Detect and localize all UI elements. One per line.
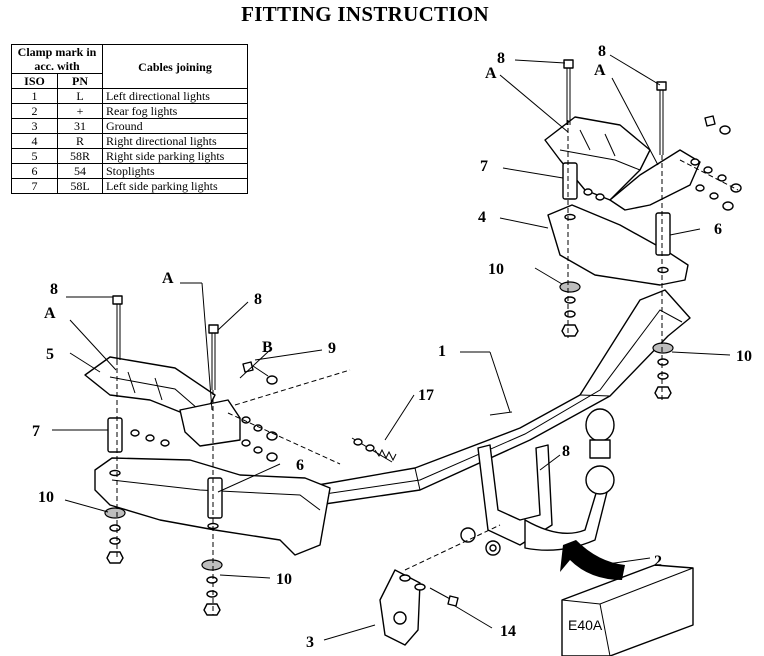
desc-cell: Stoplights <box>102 163 248 179</box>
label-3: 3 <box>306 634 314 651</box>
box-code-text: E40A <box>568 617 603 633</box>
desc-cell: Right directional lights <box>102 133 248 149</box>
label-10-d: 10 <box>736 348 752 365</box>
label-14: 14 <box>500 623 516 640</box>
label-8-e: 8 <box>562 443 570 460</box>
ball-mount-part <box>460 408 615 556</box>
long-bolts <box>112 59 667 390</box>
spacer-tubes <box>107 162 671 519</box>
label-7-left: 7 <box>32 423 40 440</box>
label-A-center: A <box>162 270 174 287</box>
header-pn: PN <box>57 73 103 89</box>
pn-cell: 58L <box>57 178 103 194</box>
desc-cell: Ground <box>102 118 248 134</box>
right-bracket-part <box>544 116 701 286</box>
label-6-left: 6 <box>296 457 304 474</box>
assembly-guide-lines <box>116 120 739 615</box>
label-2: 2 <box>654 553 662 570</box>
label-4: 4 <box>478 209 486 226</box>
label-8-c: 8 <box>497 50 505 67</box>
iso-cell: 5 <box>10 148 59 164</box>
label-A-left: A <box>44 305 56 322</box>
cable-legend-table: Clamp mark in acc. with Cables joining I… <box>10 44 248 194</box>
socket-plate-part <box>379 569 459 646</box>
desc-cell: Left side parking lights <box>102 178 248 194</box>
crossbar-part <box>317 289 691 506</box>
label-8-b: 8 <box>254 291 262 308</box>
desc-cell: Right side parking lights <box>102 148 248 164</box>
label-A-right-1: A <box>485 65 497 82</box>
leader-lines <box>52 54 731 641</box>
pn-cell: 31 <box>57 118 103 134</box>
label-10-b: 10 <box>276 571 292 588</box>
rotation-arrow-icon <box>560 540 625 580</box>
spring-bolt-part <box>351 437 397 463</box>
label-A-right-2: A <box>594 62 606 79</box>
label-10-a: 10 <box>38 489 54 506</box>
label-6-right: 6 <box>714 221 722 238</box>
part-number-labels: 1 2 3 4 5 6 6 7 7 8 8 8 8 8 9 10 10 10 1… <box>32 43 752 651</box>
side-bolt-sets <box>130 115 742 462</box>
label-B: B <box>262 339 273 356</box>
iso-cell: 7 <box>10 178 59 194</box>
washer-nut-stacks <box>104 281 674 616</box>
label-8-a: 8 <box>50 281 58 298</box>
header-clamp-mark: Clamp mark in acc. with <box>11 44 103 74</box>
label-5: 5 <box>46 346 54 363</box>
left-bracket-part <box>84 356 331 556</box>
page-title: FITTING INSTRUCTION <box>241 2 489 26</box>
pn-cell: 54 <box>57 163 103 179</box>
label-17: 17 <box>418 387 434 404</box>
label-10-c: 10 <box>488 261 504 278</box>
label-8-d: 8 <box>598 43 606 60</box>
label-1: 1 <box>438 343 446 360</box>
header-cables-joining: Cables joining <box>102 44 248 89</box>
label-7-right: 7 <box>480 158 488 175</box>
packaging-box: E40A <box>561 564 694 656</box>
label-9: 9 <box>328 340 336 357</box>
